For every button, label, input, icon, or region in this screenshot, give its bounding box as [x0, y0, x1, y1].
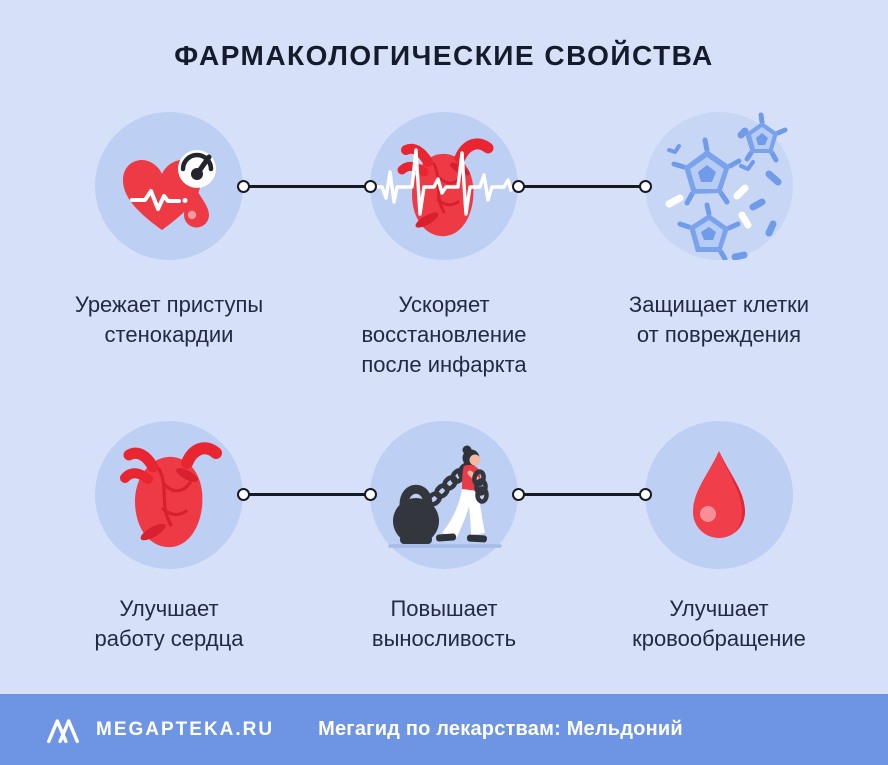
heart-ecg-gauge-icon [123, 150, 216, 230]
property-label-angina: Урежает приступы стенокардии [74, 292, 264, 347]
connector-row1-left [237, 180, 377, 193]
footer-caption: Мегагид по лекарствам: Мельдоний [318, 718, 683, 740]
connector-dot [364, 488, 377, 501]
property-label-cells: Защищает клетки от повреждения [628, 292, 810, 347]
connector-line [524, 185, 640, 188]
connector-row2-right [512, 488, 652, 501]
connector-row1-right [512, 180, 652, 193]
megapteka-logo-icon [47, 718, 79, 743]
page-title: ФАРМАКОЛОГИЧЕСКИЕ СВОЙСТВА [174, 40, 714, 71]
connector-line [249, 493, 365, 496]
property-label-recovery: Ускоряет восстановление после инфаркта [361, 292, 527, 377]
property-bubble-circulation [645, 421, 793, 569]
property-label-heart-work: Улучшает работу сердца [94, 596, 244, 651]
property-bubble-endurance [370, 421, 518, 569]
anatomical-heart-icon [120, 442, 222, 548]
anatomical-heart-cardiogram-icon [370, 138, 518, 237]
property-bubble-recovery [370, 112, 518, 260]
footer-bar: MEGAPTEKA.RU Мегагид по лекарствам: Мель… [0, 694, 888, 765]
connector-line [249, 185, 365, 188]
connector-dot [639, 180, 652, 193]
connector-row2-left [237, 488, 377, 501]
property-label-endurance: Повышает выносливость [371, 596, 517, 651]
cells-microscope-icon [665, 112, 788, 260]
property-bubble-angina [95, 112, 243, 260]
blood-drop-icon [693, 451, 745, 538]
brand-name: MEGAPTEKA.RU [96, 718, 275, 740]
property-label-circulation: Улучшает кровообращение [632, 596, 806, 651]
connector-line [524, 493, 640, 496]
property-bubble-cells [645, 112, 793, 260]
woman-pulling-kettlebell-icon [388, 445, 502, 548]
connector-dot [639, 488, 652, 501]
property-bubble-heart-work [95, 421, 243, 569]
connector-dot [364, 180, 377, 193]
